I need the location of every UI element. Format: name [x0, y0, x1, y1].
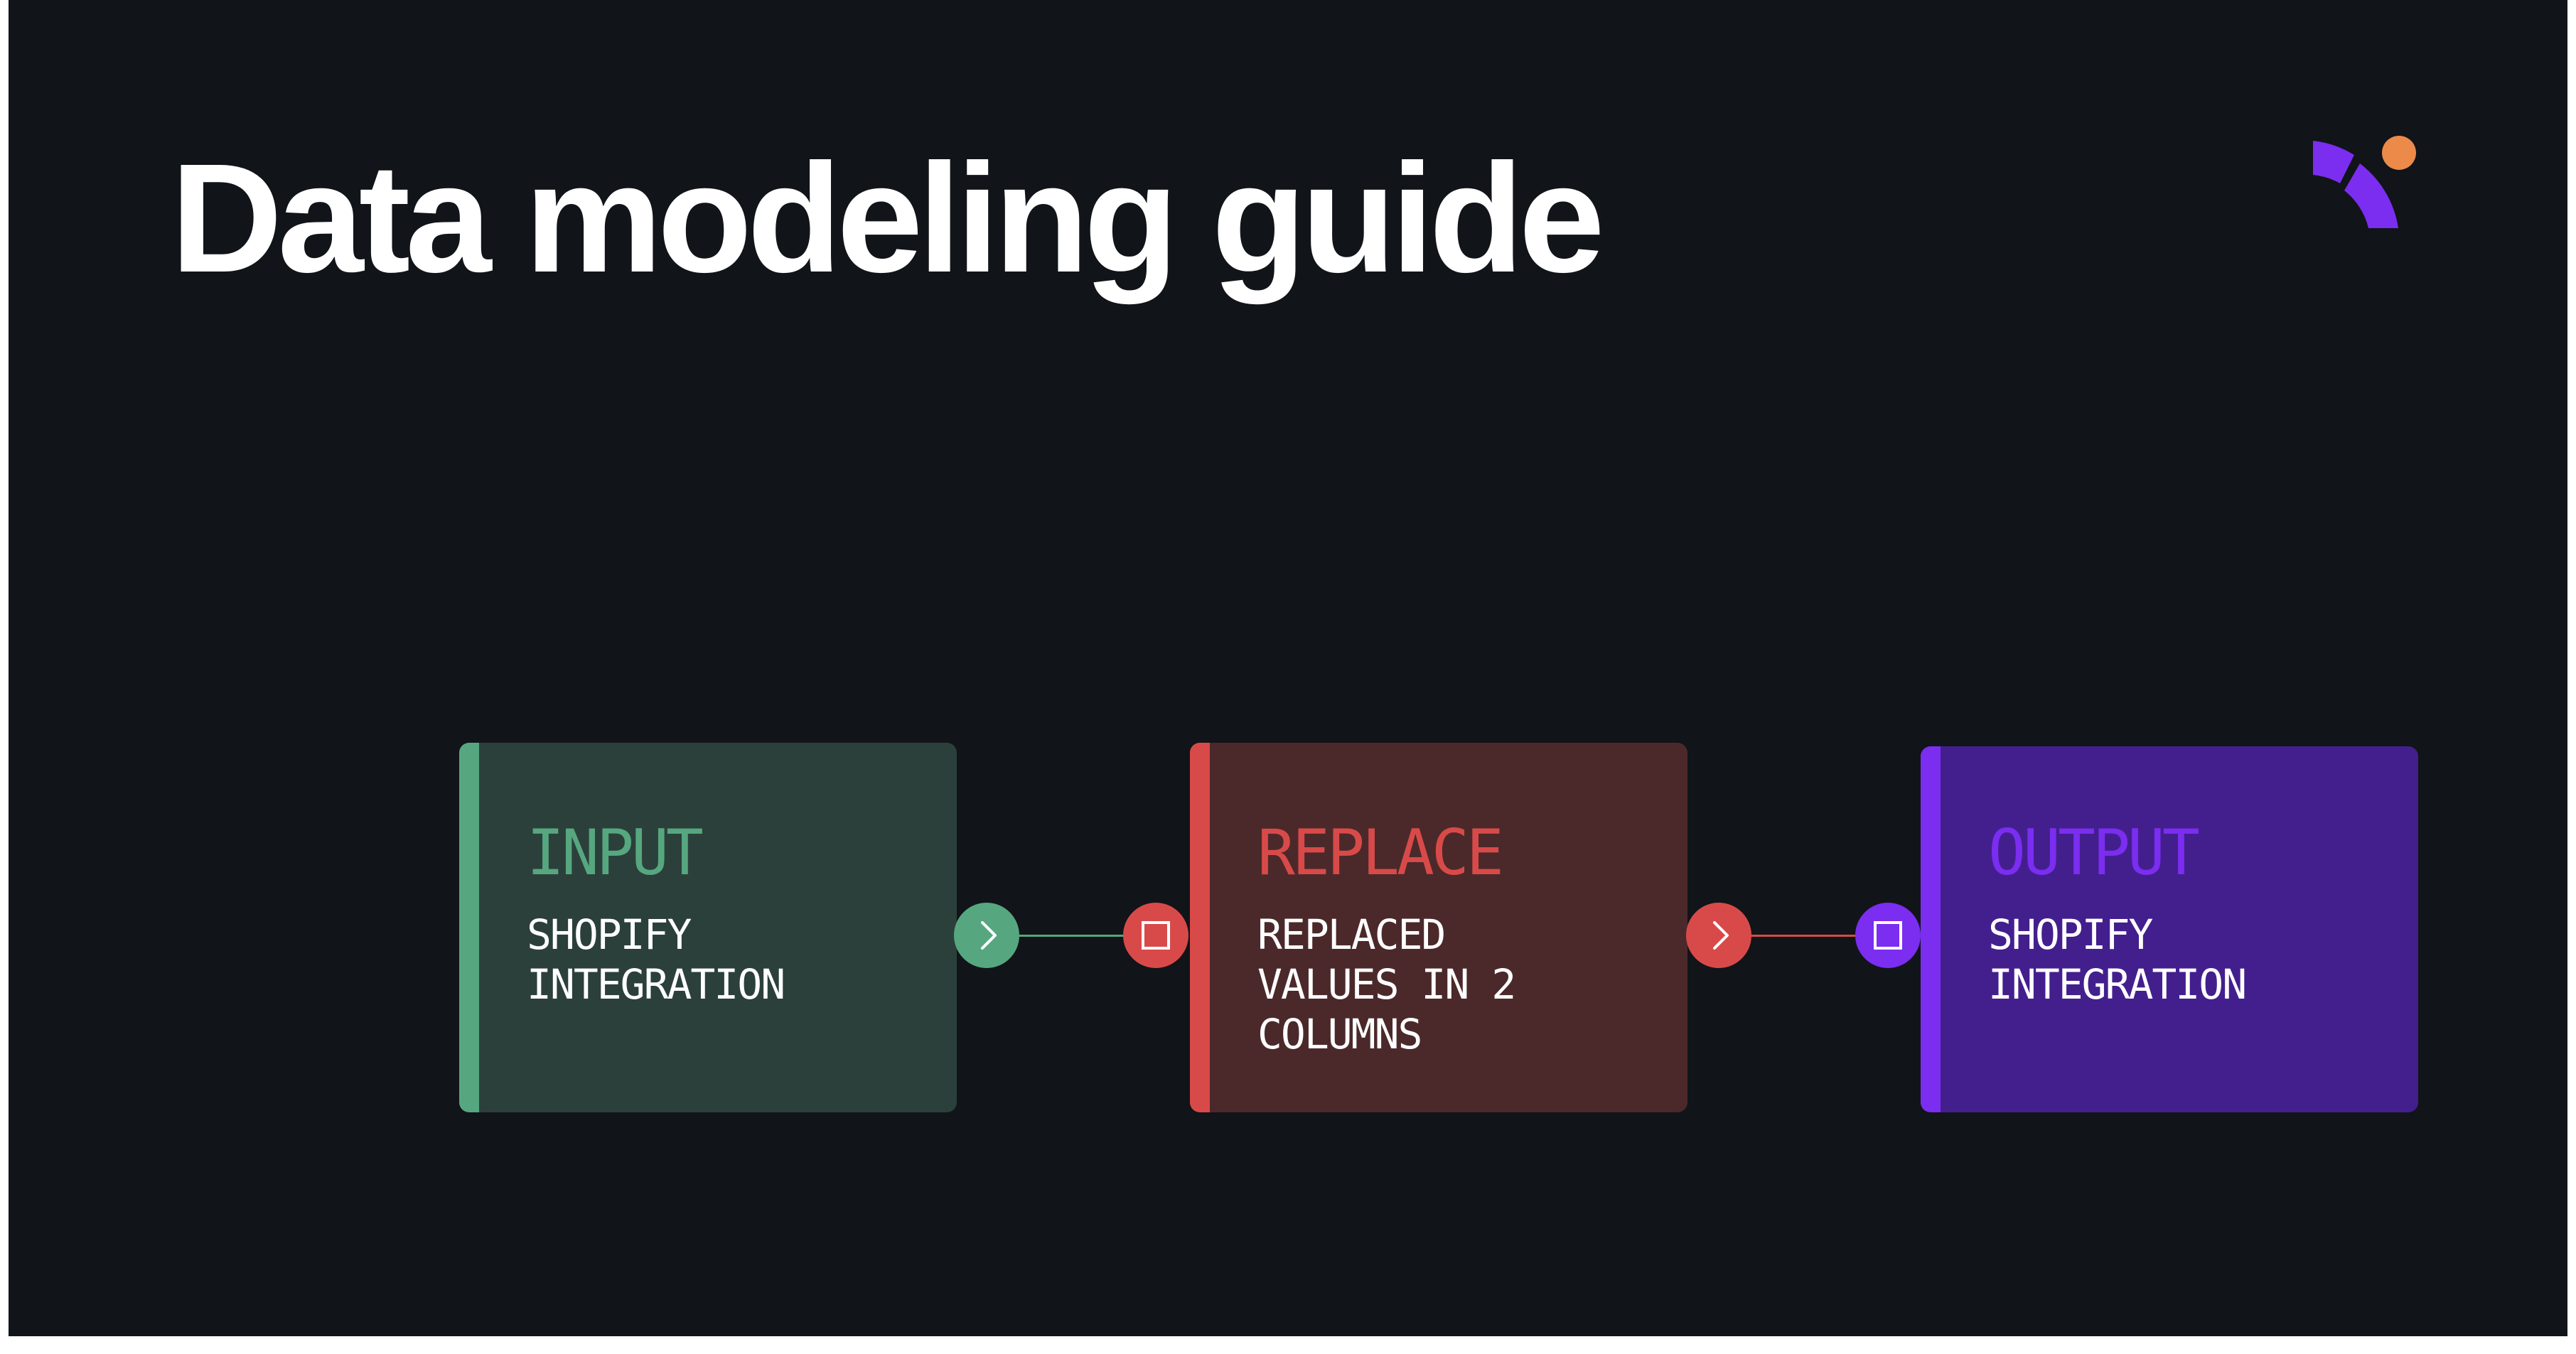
input-node-accent-bar	[459, 743, 479, 1112]
output-node[interactable]: OUTPUT SHOPIFY INTEGRATION	[1921, 746, 2418, 1112]
square-icon	[1142, 921, 1170, 950]
input-node-heading: INPUT	[527, 816, 704, 889]
output-node-accent-bar	[1921, 746, 1941, 1112]
output-node-heading: OUTPUT	[1988, 816, 2200, 889]
replace-node-description: REPLACED VALUES IN 2 COLUMNS	[1257, 910, 1516, 1058]
square-icon	[1874, 921, 1902, 950]
replace-output-port[interactable]	[1686, 903, 1751, 968]
replace-input-port[interactable]	[1123, 903, 1188, 968]
replace-node[interactable]: REPLACE REPLACED VALUES IN 2 COLUMNS	[1190, 743, 1687, 1112]
replace-node-accent-bar	[1190, 743, 1210, 1112]
brand-logo-icon	[2312, 128, 2432, 235]
replace-node-heading: REPLACE	[1257, 816, 1504, 889]
input-node-description: SHOPIFY INTEGRATION	[527, 910, 785, 1009]
input-output-port[interactable]	[954, 903, 1019, 968]
connector-replace-to-output	[1729, 935, 1906, 937]
output-input-port[interactable]	[1855, 903, 1921, 968]
input-node[interactable]: INPUT SHOPIFY INTEGRATION	[459, 743, 957, 1112]
output-node-description: SHOPIFY INTEGRATION	[1988, 910, 2247, 1009]
chevron-right-icon	[981, 921, 997, 950]
slide: Data modeling guide INPUT SHOPIFY INTEGR…	[9, 0, 2567, 1336]
page-title: Data modeling guide	[171, 132, 1605, 305]
connector-input-to-replace	[997, 935, 1181, 937]
chevron-right-icon	[1713, 921, 1729, 950]
